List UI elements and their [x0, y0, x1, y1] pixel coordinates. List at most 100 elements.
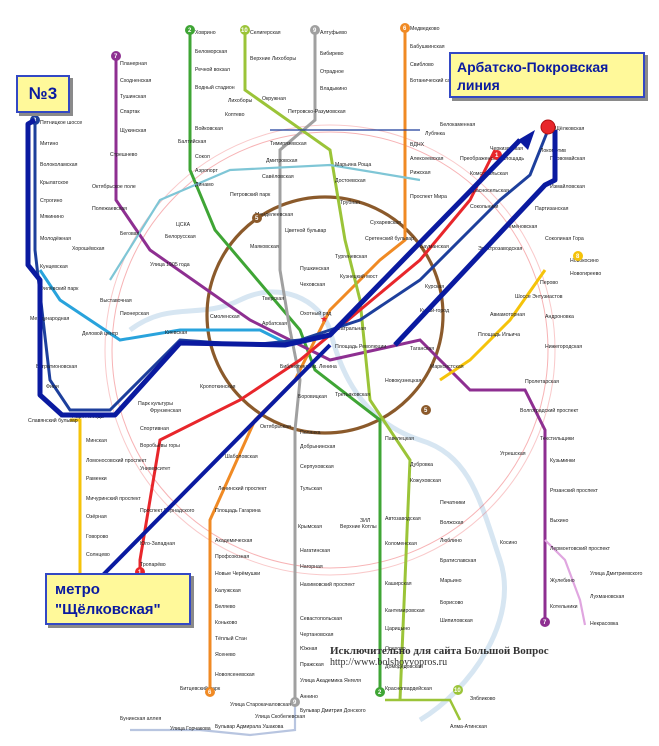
station-label: Нагорная — [300, 564, 323, 570]
station-label: Печатники — [440, 500, 465, 506]
callout-station-1: метро — [55, 581, 100, 598]
station-label: Владыкино — [320, 86, 347, 92]
line-badge — [375, 687, 385, 697]
line-badge — [540, 617, 550, 627]
station-label: Медведково — [410, 26, 440, 32]
station-label: Бибирево — [320, 51, 344, 57]
station-label: Электрозаводская — [478, 246, 523, 252]
station-label: Алтуфьево — [320, 30, 347, 36]
station-label: Коломенская — [385, 541, 417, 547]
station-label: Новокузнецкая — [385, 378, 422, 384]
station-label: Лихоборы — [228, 98, 252, 104]
station-label: Полежаевская — [92, 206, 127, 212]
station-label: Ясенево — [215, 652, 236, 658]
callout-line-3: №3 — [16, 75, 70, 113]
station-label: Волгоградский проспект — [520, 407, 579, 414]
station-label: Дмитровская — [266, 158, 298, 164]
watermark: Исключительно для сайта Большой Вопрос h… — [330, 645, 570, 668]
highlight-line-3 — [25, 117, 522, 418]
line-badge — [400, 23, 410, 33]
station-label: Беляево — [215, 604, 236, 610]
station-label: Тверская — [262, 296, 284, 302]
station-label: Трубная — [340, 200, 360, 206]
line-badge-number: 5 — [424, 408, 428, 414]
line-badge-number: 6 — [208, 690, 212, 696]
station-label: Бульвар Адмирала Ушакова — [215, 724, 284, 730]
station-label: Ломоносовский проспект — [86, 457, 147, 464]
station-label: Перово — [540, 280, 558, 286]
station-label: Таганская — [410, 346, 434, 352]
station-label: Лубянка — [425, 131, 445, 137]
callout-station: метро "Щёлковская" — [45, 573, 191, 625]
station-label: Люблино — [440, 538, 462, 544]
station-label: Пушкинская — [300, 266, 329, 272]
station-label: Преображенская площадь — [460, 156, 524, 162]
station-label: Орехово — [385, 646, 406, 652]
station-label: Улица Скобелевская — [255, 714, 305, 720]
station-label: Арбатская — [262, 321, 287, 327]
station-label: Раменки — [86, 476, 107, 482]
station-label: Динамо — [195, 182, 214, 188]
station-label: Профсоюзная — [215, 554, 249, 560]
station-label: Пятницкое шоссе — [40, 120, 82, 126]
station-label: Речной вокзал — [195, 66, 230, 73]
station-label: Измайловская — [550, 183, 585, 190]
station-label: Мякинино — [40, 214, 64, 220]
station-label: Красносельская — [470, 188, 509, 194]
station-label: Планерная — [120, 61, 147, 67]
station-label: Филёвский парк — [40, 285, 79, 292]
station-label: Черкизовская — [490, 146, 523, 152]
station-label: Войковская — [195, 125, 223, 132]
station-label: Шоссе Энтузиастов — [515, 294, 563, 300]
station-label: Балтийская — [178, 138, 206, 145]
station-label: Улица Горчакова — [170, 726, 211, 732]
station-label: ВДНХ — [410, 142, 425, 148]
station-label: Багратионовская — [36, 364, 77, 370]
station-label: Пражская — [300, 662, 324, 668]
station-label: Мичуринский проспект — [86, 495, 141, 502]
line-badge-number: 5 — [255, 216, 259, 222]
station-label: Улица Старокачаловская — [230, 702, 291, 708]
station-label: Калужская — [215, 588, 241, 594]
line-badge — [310, 25, 320, 35]
station-label: Сокол — [195, 154, 210, 160]
station-label: Театральная — [335, 326, 366, 332]
station-label: Тимирязевская — [270, 141, 307, 147]
station-label: Спартак — [120, 109, 140, 115]
station-label: Южная — [300, 646, 317, 652]
station-label: Водный стадион — [195, 84, 235, 91]
station-label: Некрасовка — [590, 621, 618, 627]
station-label: Коптево — [225, 112, 245, 118]
line-badge — [111, 51, 121, 61]
station-label: Улица Академика Янгеля — [300, 678, 361, 684]
station-label: Митино — [40, 141, 58, 147]
pointer-shchelkovskaya — [98, 343, 332, 580]
callout-station-2: "Щёлковская" — [55, 601, 161, 618]
station-label: Фили — [46, 384, 59, 390]
line-8a-path — [439, 269, 547, 382]
station-label: Маяковская — [250, 244, 279, 250]
station-label: Зябликово — [470, 696, 496, 702]
station-label: Алма-Атинская — [450, 724, 487, 730]
station-label: Охотный ряд — [300, 310, 331, 317]
station-label: Севастопольская — [300, 616, 342, 622]
station-label: Добрынинская — [300, 444, 336, 450]
station-label: Нахимовский проспект — [300, 581, 356, 588]
station-label: Семёновская — [505, 224, 537, 230]
station-label: Пролетарская — [525, 379, 559, 385]
line-badge — [185, 25, 195, 35]
station-label: Бауманская — [420, 244, 449, 250]
station-label: Славянский бульвар — [28, 417, 78, 424]
station-label: Новокосино — [570, 258, 599, 264]
station-label: Новые Черёмушки — [215, 571, 260, 577]
station-label: Соколиная Гора — [545, 236, 584, 242]
line-badge — [205, 687, 215, 697]
station-label: Нижегородская — [545, 344, 582, 350]
station-label: Марьино — [440, 578, 462, 584]
station-labels: Пятницкое шоссе Митино Волоколамская Кры… — [28, 26, 642, 732]
line-badge — [240, 25, 250, 35]
line-badge — [573, 251, 583, 261]
station-label: Бабушкинская — [410, 44, 445, 50]
station-label: Тушинская — [120, 94, 146, 100]
